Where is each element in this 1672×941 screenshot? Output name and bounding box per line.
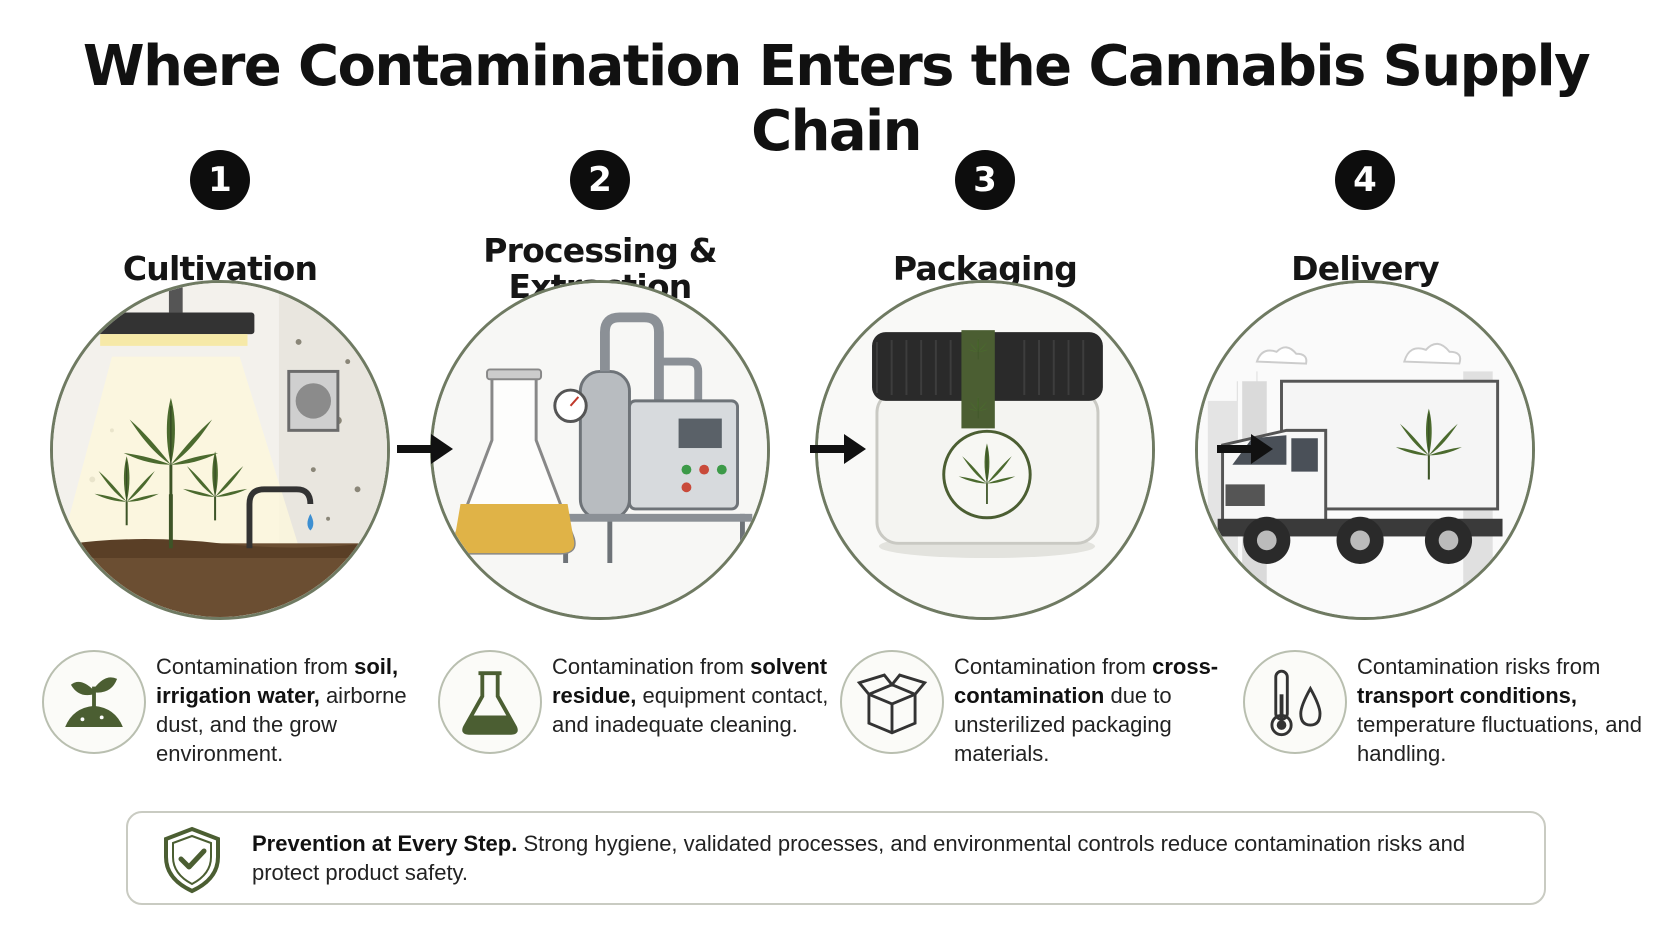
step-number-badge: 2	[570, 150, 630, 210]
sprout-soil-icon	[42, 650, 146, 754]
step-number-badge: 4	[1335, 150, 1395, 210]
prevention-text: Prevention at Every Step. Strong hygiene…	[252, 831, 1466, 885]
open-box-icon	[840, 650, 944, 754]
arrow-right-icon	[397, 434, 453, 464]
step-description-text: Contamination from cross-contamination d…	[954, 654, 1219, 766]
prevention-banner: Prevention at Every Step. Strong hygiene…	[126, 811, 1546, 905]
flask-icon	[438, 650, 542, 754]
arrow-right-icon	[810, 434, 866, 464]
step-description-text: Contamination from soil, irrigation wate…	[156, 654, 407, 766]
page-title: Where Contamination Enters the Cannabis …	[82, 34, 1591, 164]
shield-check-icon	[164, 826, 220, 894]
arrow-right-icon	[1217, 434, 1273, 464]
extraction-equipment-illustration	[430, 280, 770, 620]
grow-room-illustration	[50, 280, 390, 620]
cannabis-jar-illustration	[815, 280, 1155, 620]
thermometer-droplet-icon	[1243, 650, 1347, 754]
step-number-badge: 3	[955, 150, 1015, 210]
step-description-text: Contamination risks from transport condi…	[1357, 654, 1642, 766]
step-number-badge: 1	[190, 150, 250, 210]
step-description-text: Contamination from solvent residue, equi…	[552, 654, 829, 737]
